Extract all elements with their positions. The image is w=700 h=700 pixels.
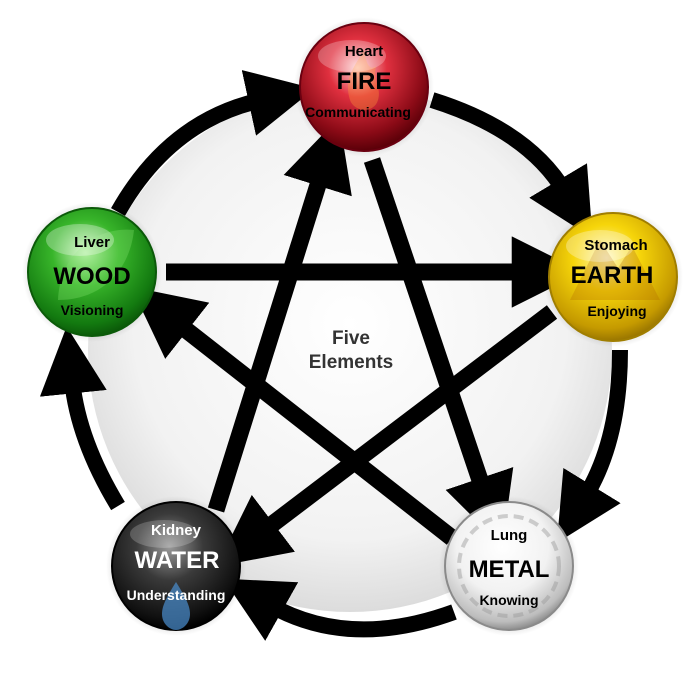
controlling-cycle-arrows (131, 117, 584, 567)
earth-element-label: EARTH (571, 262, 654, 289)
center-label-line1: Five (332, 328, 370, 349)
arrow-wood-to-fire (111, 70, 315, 216)
water-organ-label: Kidney (151, 522, 202, 539)
water-highlight (130, 520, 198, 548)
wood-quality-label: Visioning (61, 302, 124, 318)
fire-element-label: FIRE (337, 68, 392, 95)
metal-ball (444, 501, 574, 631)
mountain-icon (570, 240, 660, 300)
water-element-label: WATER (135, 547, 220, 574)
arrow-water-to-wood (39, 326, 125, 511)
wood-organ-label: Liver (74, 234, 110, 251)
earth-organ-label: Stomach (584, 237, 647, 254)
leaf-icon (58, 229, 134, 300)
metal-quality-label: Knowing (479, 592, 538, 608)
element-node-earth: Stomach EARTH Enjoying (543, 207, 683, 347)
fire-ball (299, 22, 429, 152)
generating-cycle-arrows (39, 70, 628, 641)
element-node-metal: Lung METAL Knowing (439, 496, 579, 636)
element-node-wood: Liver WOOD Visioning (22, 202, 162, 342)
arrow-fire-to-metal (363, 157, 514, 547)
center-label-line2: Elements (309, 352, 393, 373)
water-quality-label: Understanding (127, 587, 226, 603)
element-node-fire: Heart FIRE Communicating (294, 17, 434, 157)
arrow-earth-to-water (216, 305, 558, 567)
wood-element-label: WOOD (53, 263, 130, 290)
element-node-water: Kidney WATER Understanding (106, 496, 246, 636)
arrow-earth-to-metal (556, 349, 628, 543)
metal-element-label: METAL (469, 556, 550, 583)
earth-highlight (566, 230, 634, 262)
fire-organ-label: Heart (345, 43, 383, 60)
center-label: Five Elements (309, 328, 393, 373)
earth-quality-label: Enjoying (587, 303, 646, 319)
arrow-metal-to-wood (131, 286, 458, 545)
arrow-fire-to-earth (429, 92, 593, 239)
meander-icon (457, 514, 561, 618)
flame-icon (347, 50, 379, 110)
water-drop-icon (162, 582, 190, 630)
earth-ball (548, 212, 678, 342)
metal-organ-label: Lung (491, 527, 528, 544)
arrow-water-to-fire (207, 117, 352, 513)
fire-quality-label: Communicating (305, 104, 411, 120)
arrow-metal-to-water (223, 578, 457, 641)
wood-ball (27, 207, 157, 337)
wood-highlight (46, 224, 114, 256)
fire-highlight (318, 40, 386, 72)
